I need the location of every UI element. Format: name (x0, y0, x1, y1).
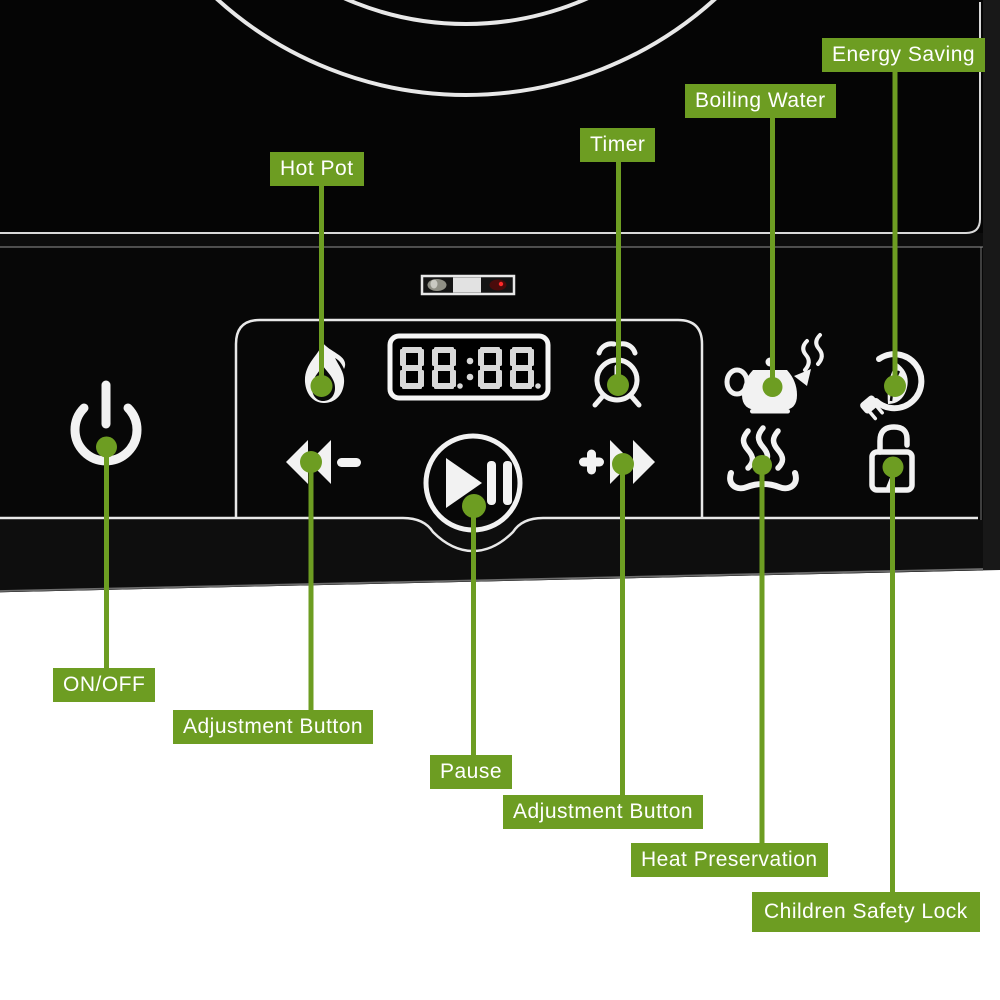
unit-bottom-highlight (0, 568, 984, 592)
callout-adjustment-right: Adjustment Button (503, 795, 704, 829)
callout-energy-saving: Energy Saving (822, 38, 986, 72)
callout-boiling-water: Boiling Water (685, 84, 836, 118)
seven-segment-display (387, 333, 551, 401)
display-cluster-outline (234, 318, 704, 518)
callout-hot-pot: Hot Pot (270, 152, 364, 186)
cooktop-photo (0, 0, 1000, 593)
callout-heat-preservation: Heat Preservation (631, 843, 828, 877)
heating-ring-arcs (93, 0, 839, 97)
callout-on-off: ON/OFF (53, 668, 156, 702)
indicator-lamp-strip (420, 274, 516, 296)
callout-children-safety-lock: Children Safety Lock (752, 892, 980, 932)
bezel-strip (0, 233, 983, 247)
callout-timer: Timer (580, 128, 656, 162)
glass-edge-line (0, 2, 981, 234)
callout-pause: Pause (430, 755, 513, 789)
callout-adjustment-left: Adjustment Button (173, 710, 374, 744)
